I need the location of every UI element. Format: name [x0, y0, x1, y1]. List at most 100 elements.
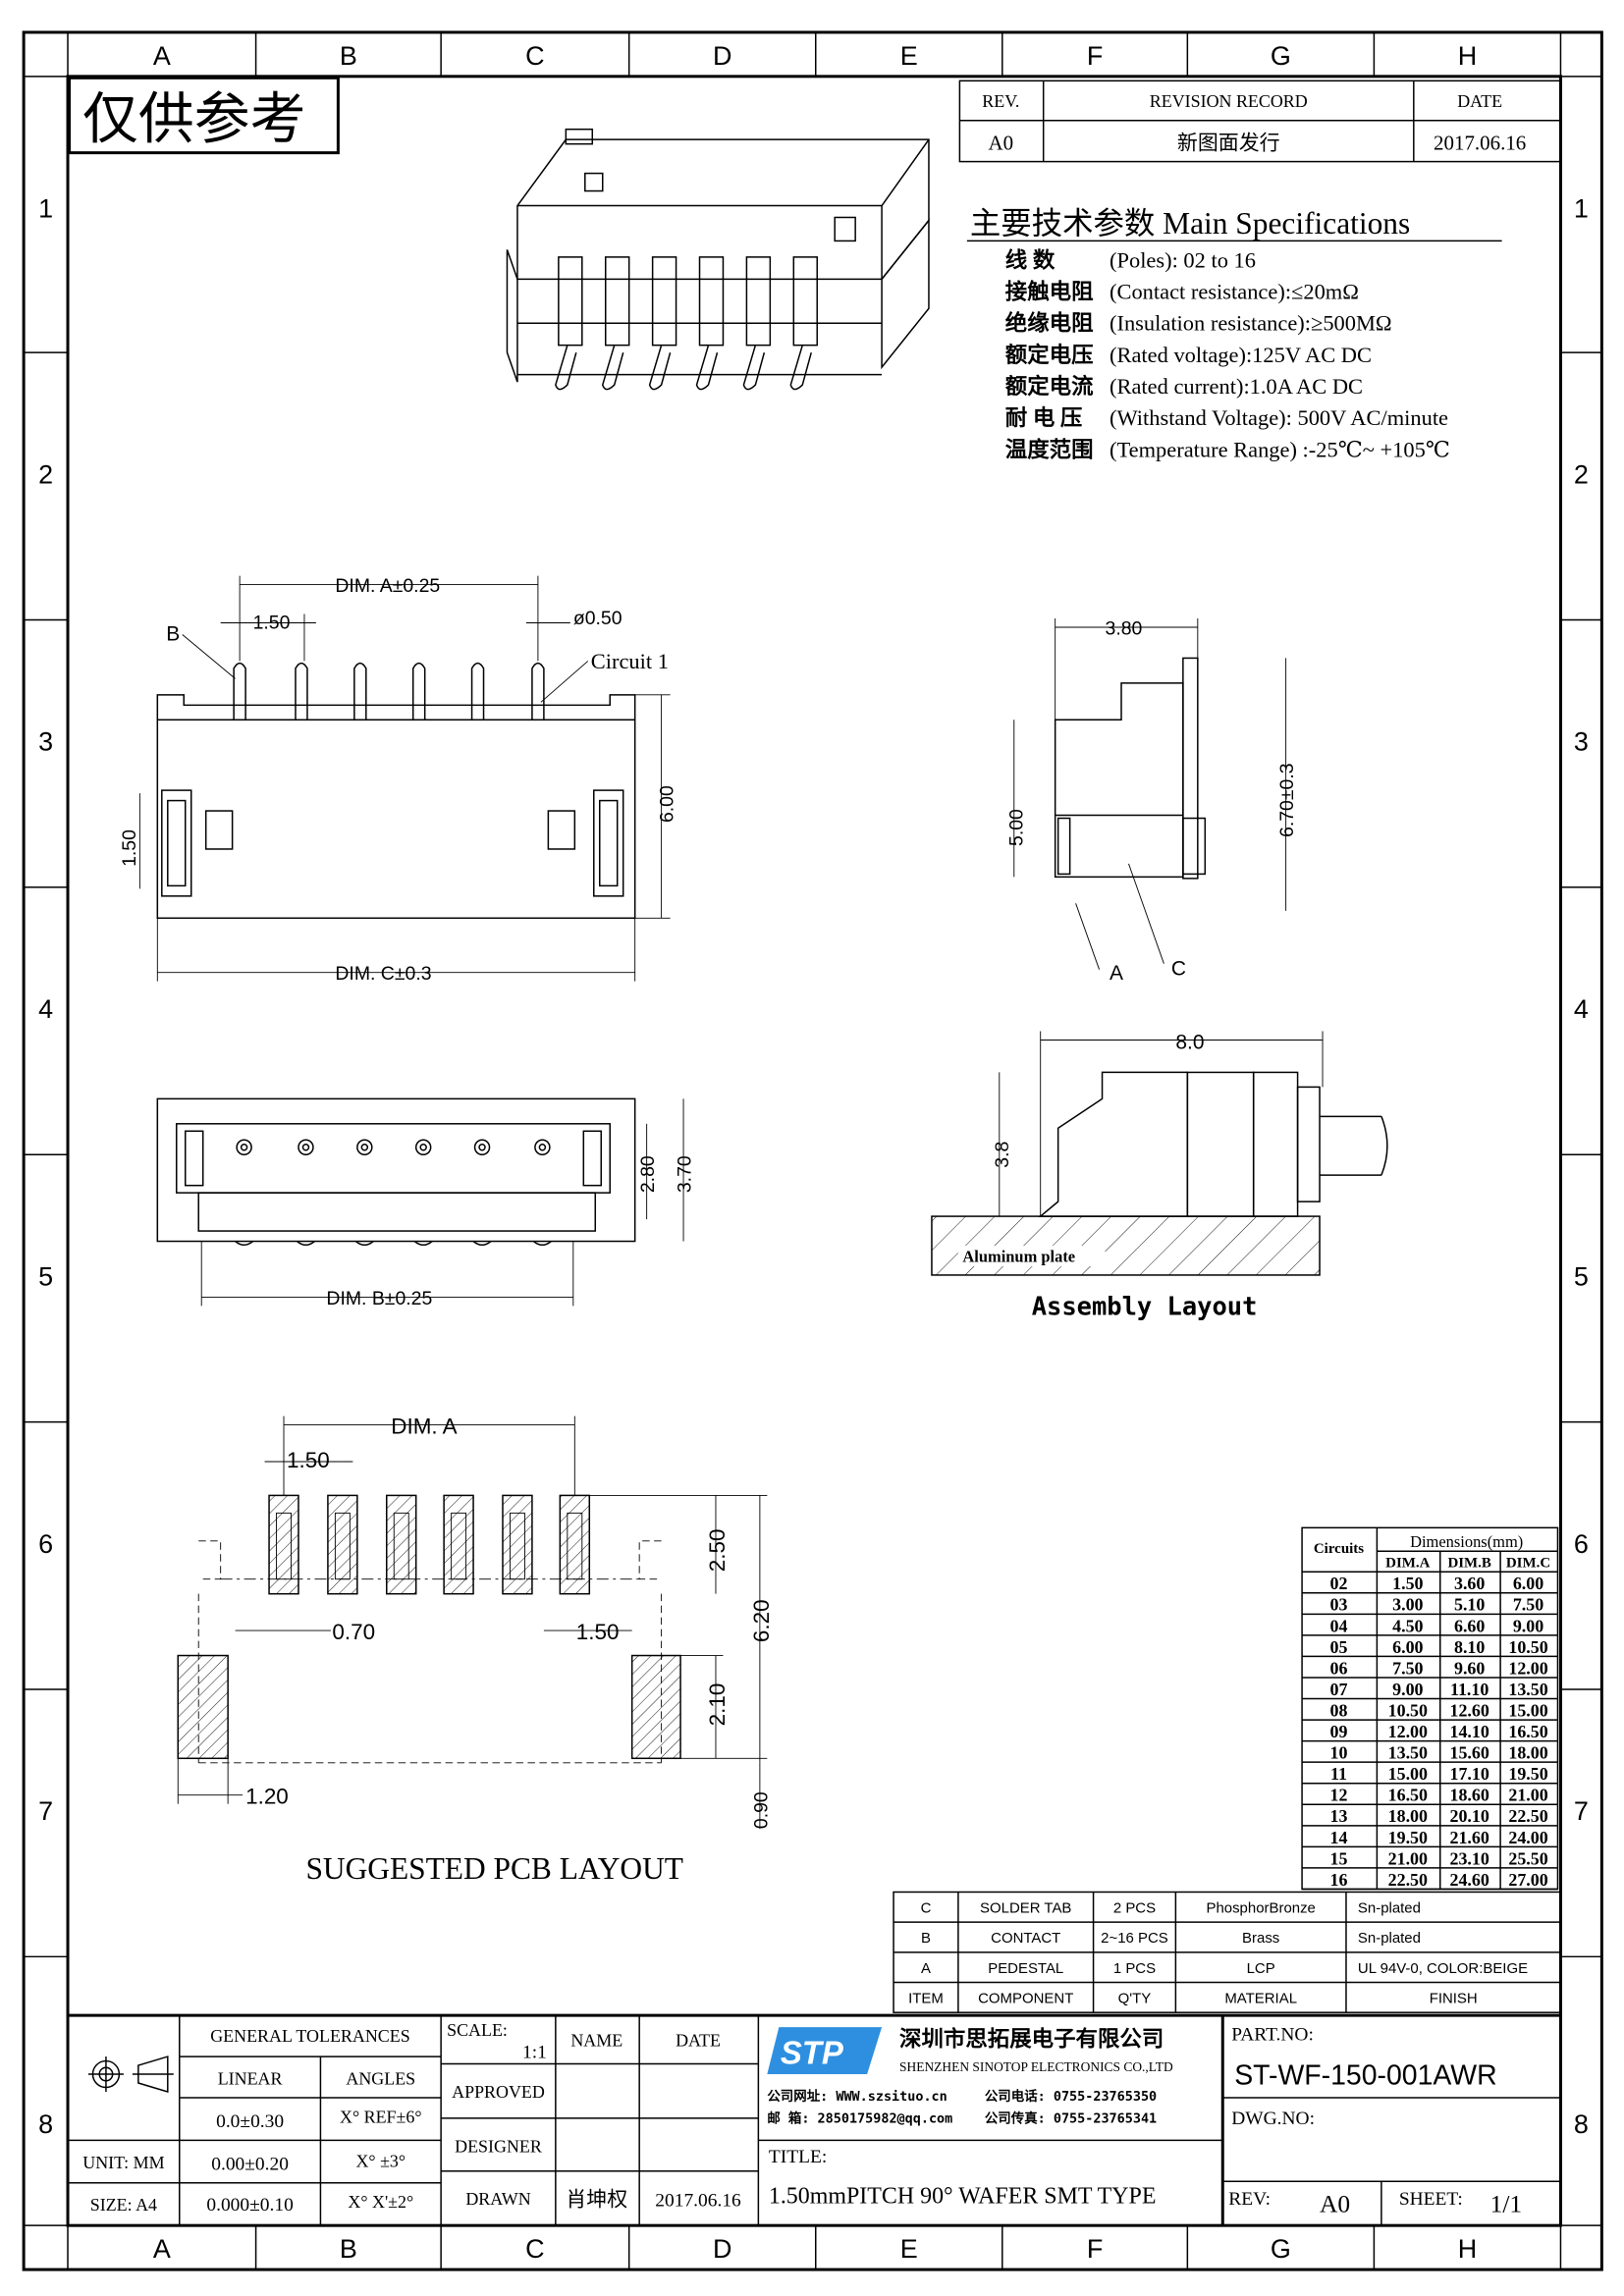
table-cell: 6.00 [1392, 1637, 1423, 1657]
bom-cell: 2~16 PCS [1101, 1930, 1168, 1947]
spec-value: (Temperature Range) :-25℃~ +105℃ [1110, 437, 1450, 461]
table-cell: 5.10 [1454, 1595, 1485, 1615]
pin-end [356, 1139, 373, 1155]
callout-c: C [1171, 958, 1186, 981]
scale-label: SCALE: [447, 2020, 508, 2040]
table-cell: 08 [1330, 1700, 1348, 1720]
table-cell: 4.50 [1392, 1616, 1423, 1635]
pcb-pad [559, 1494, 591, 1595]
table-cell: 10.50 [1388, 1700, 1428, 1720]
column-label: E [900, 2234, 918, 2264]
pcb-dim-a-label: DIM. A [391, 1415, 457, 1439]
table-cell: 11 [1330, 1764, 1347, 1784]
column-label: B [340, 2234, 357, 2264]
bom-cell: PEDESTAL [988, 1960, 1063, 1977]
revision-date: 2017.06.16 [1434, 132, 1526, 155]
column-label: A [153, 41, 171, 71]
row-label: 8 [38, 2109, 53, 2139]
table-cell: 13 [1330, 1806, 1348, 1826]
table-cell: 14.10 [1449, 1722, 1489, 1741]
bom-cell: A [921, 1960, 931, 1977]
assembly-layout: 8.0 3.8 Aluminum plate Assembly Layout [931, 1031, 1388, 1320]
bom-cell: Q'TY [1118, 1990, 1152, 2006]
pin [695, 345, 719, 391]
row-label: 8 [1574, 2109, 1589, 2139]
height-3-7-label: 3.70 [675, 1155, 696, 1193]
table-cell: 13.50 [1388, 1743, 1428, 1763]
table-cell: 24.00 [1508, 1828, 1547, 1847]
bom-cell: MATERIAL [1224, 1990, 1297, 2006]
table-cell: 22.50 [1388, 1870, 1428, 1890]
table-cell: 11.10 [1450, 1680, 1489, 1699]
pin [411, 662, 426, 721]
drawn-date: 2017.06.16 [655, 2191, 741, 2212]
table-cell: 18.00 [1388, 1806, 1428, 1826]
bom-cell: 1 PCS [1113, 1960, 1156, 1977]
revision-record-header: REVISION RECORD [1150, 91, 1308, 111]
row-label: 3 [1574, 727, 1589, 757]
revision-description: 新图面发行 [1177, 132, 1280, 155]
spec-value: (Poles): 02 to 16 [1110, 247, 1256, 272]
row-label: 4 [1574, 994, 1589, 1024]
company-website: 公司网址: WWW.szsituo.cn [767, 2088, 947, 2105]
linear-tol-2: 0.00±0.20 [211, 2154, 289, 2174]
angle-tol-1: X° REF±6° [340, 2107, 422, 2126]
linear-tol-1: 0.0±0.30 [216, 2111, 284, 2132]
column-label: F [1087, 41, 1103, 71]
table-cell: 18.60 [1449, 1786, 1489, 1805]
pin-end [473, 1139, 491, 1155]
pin-end [534, 1139, 551, 1155]
size-label: SIZE: A4 [90, 2195, 157, 2215]
table-cell: 15.00 [1388, 1764, 1428, 1784]
table-cell: 04 [1330, 1616, 1348, 1635]
spec-value: (Contact resistance):≤20mΩ [1110, 280, 1359, 304]
table-cell: 07 [1330, 1680, 1348, 1699]
table-cell: 9.00 [1513, 1616, 1543, 1635]
sheet-value: 1/1 [1490, 2190, 1523, 2218]
pin-end [414, 1139, 432, 1155]
table-cell: 8.10 [1454, 1637, 1485, 1657]
company-fax: 公司传真: 0755-23765341 [985, 2109, 1157, 2126]
column-label: G [1271, 2234, 1291, 2264]
row-label: 6 [1574, 1529, 1589, 1559]
dim-c-header: DIM.C [1506, 1556, 1550, 1572]
pin [531, 662, 545, 721]
pcb-layout: DIM. A 1.50 0.70 1.50 1.20 2.50 6.20 2.1… [177, 1415, 774, 1886]
company-name-en: SHENZHEN SINOTOP ELECTRONICS CO.,LTD [899, 2059, 1173, 2074]
dimensions-header: Dimensions(mm) [1410, 1532, 1523, 1551]
row-label: 3 [38, 727, 53, 757]
table-cell: 19.50 [1388, 1828, 1428, 1847]
pcb-total-length-label: 6.20 [749, 1599, 774, 1642]
table-cell: 06 [1330, 1658, 1348, 1678]
bom-cell: B [921, 1930, 931, 1947]
name-header: NAME [570, 2031, 623, 2051]
company-email: 邮 箱: 2850175982@qq.com [767, 2109, 952, 2126]
table-cell: 21.60 [1449, 1828, 1489, 1847]
pin [233, 662, 246, 721]
rev-value: A0 [989, 132, 1014, 155]
dim-a-label: DIM. A±0.25 [335, 575, 440, 597]
bom-cell: ITEM [908, 1990, 944, 2006]
bom-cell: 2 PCS [1113, 1899, 1156, 1916]
width-3-8-label: 3.80 [1106, 617, 1143, 639]
height-2-8-label: 2.80 [637, 1155, 659, 1193]
column-label: B [340, 41, 357, 71]
table-cell: 25.50 [1508, 1848, 1547, 1868]
pin-end [298, 1139, 314, 1155]
spec-name-cn: 额定电流 [1005, 373, 1094, 399]
aluminum-plate-label: Aluminum plate [962, 1247, 1075, 1265]
pcb-tab-length-label: 2.10 [705, 1683, 730, 1727]
table-cell: 6.60 [1454, 1616, 1485, 1635]
column-label: G [1271, 41, 1291, 71]
table-cell: 21.00 [1508, 1786, 1547, 1805]
pcb-pad-width-label: 0.70 [332, 1620, 375, 1644]
column-label: E [900, 41, 918, 71]
